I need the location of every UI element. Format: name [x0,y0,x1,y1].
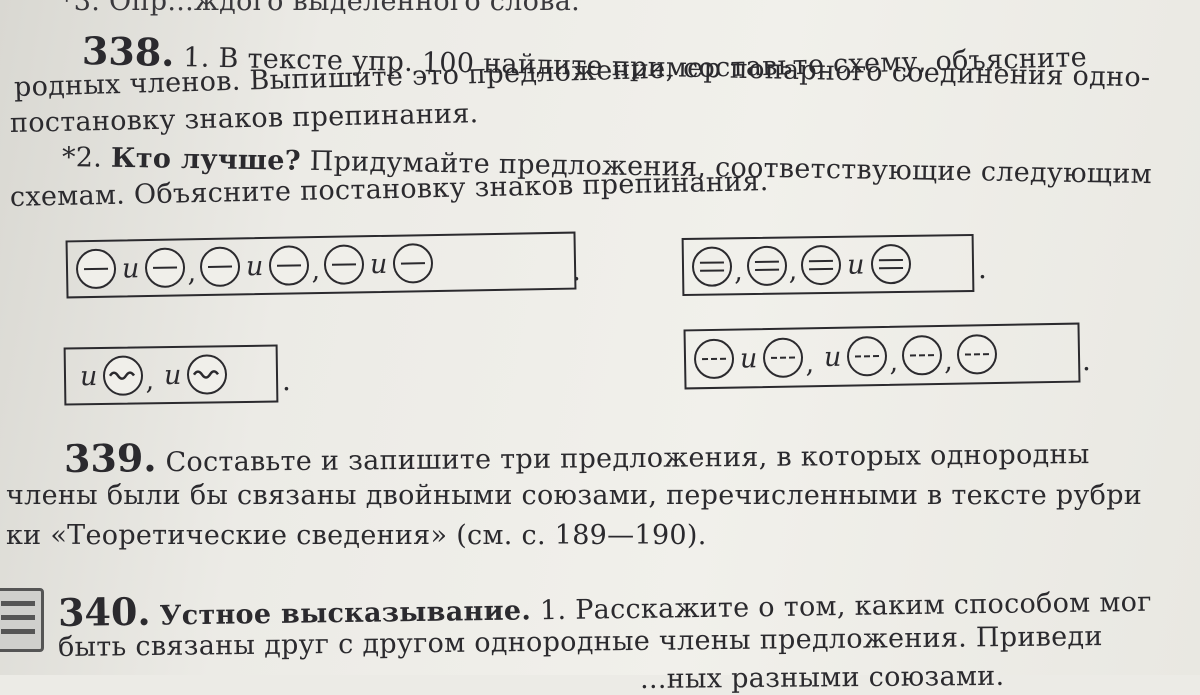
ex339-line-3: ки «Теоретические сведения» (см. с. 189—… [6,520,707,551]
conj-label: и [823,341,842,373]
comma-label: , [311,255,321,287]
circle-single-line-icon [392,243,434,284]
conj-label: и [121,252,140,284]
scheme-box-2: , , и [681,233,975,297]
circle-single-line-icon [199,246,241,288]
conj-label: и [739,342,758,374]
comma-label: , [805,348,815,380]
circle-dash-dot-icon [763,337,804,379]
comma-label: , [187,257,197,289]
circle-single-line-icon [145,247,186,289]
conj-label: и [245,250,264,282]
ex340-number: 340. [57,588,151,635]
circle-dash-dot-icon [956,334,997,375]
conj-label: и [369,248,388,280]
ex340-line-3: ...ных разными союзами. [639,660,1005,695]
period-label: . [282,364,291,397]
scheme-box-4: и , и , , [683,322,1081,390]
comma-label: , [788,255,798,287]
circle-single-line-icon [269,245,310,286]
comma-label: , [145,365,155,397]
circle-wavy-line-icon [103,355,144,396]
cut-top-line: *3. Опр...ждого выделенного слова. [60,0,580,17]
ex339-line-1: 339. Составьте и запишите три предложени… [64,427,1090,481]
circle-double-line-icon [691,246,733,287]
circle-dash-dot-icon [693,338,735,380]
ex339-number: 339. [63,435,157,481]
book-stack-icon [0,588,44,652]
comma-label: , [889,346,899,378]
circle-double-line-icon [746,245,787,287]
conj-label: и [163,359,182,391]
scheme-box-1: и , и , и [65,231,577,299]
comma-label: , [943,345,953,377]
ex338-line-3: постановку знаков препинания. [9,98,479,139]
conj-label: и [79,360,98,392]
period-label: . [1082,344,1091,377]
circle-single-line-icon [75,248,117,290]
circle-double-line-icon [870,243,911,285]
ex340-text-1: 1. Расскажите о том, каким способом мог [539,586,1152,627]
circle-wavy-line-icon [187,354,228,395]
circle-double-line-icon [800,244,842,286]
period-label: . [978,252,987,285]
ex339-line-2: члены были бы связаны двойными союзами, … [6,480,1143,511]
period-label: . [572,254,581,287]
ex339-text-1: Составьте и запишите три предложения, в … [165,439,1090,479]
circle-dash-dot-icon [847,335,888,377]
circle-dash-dot-icon [901,334,943,376]
conj-label: и [846,248,865,281]
ex340-bold: Устное высказывание. [159,595,532,632]
scheme-box-3: и , и [63,344,279,406]
comma-label: , [733,256,743,288]
circle-single-line-icon [323,244,365,285]
ex338-part2-bold: Кто лучше? [110,142,302,177]
ex338-part2-marker: *2. [61,142,103,174]
